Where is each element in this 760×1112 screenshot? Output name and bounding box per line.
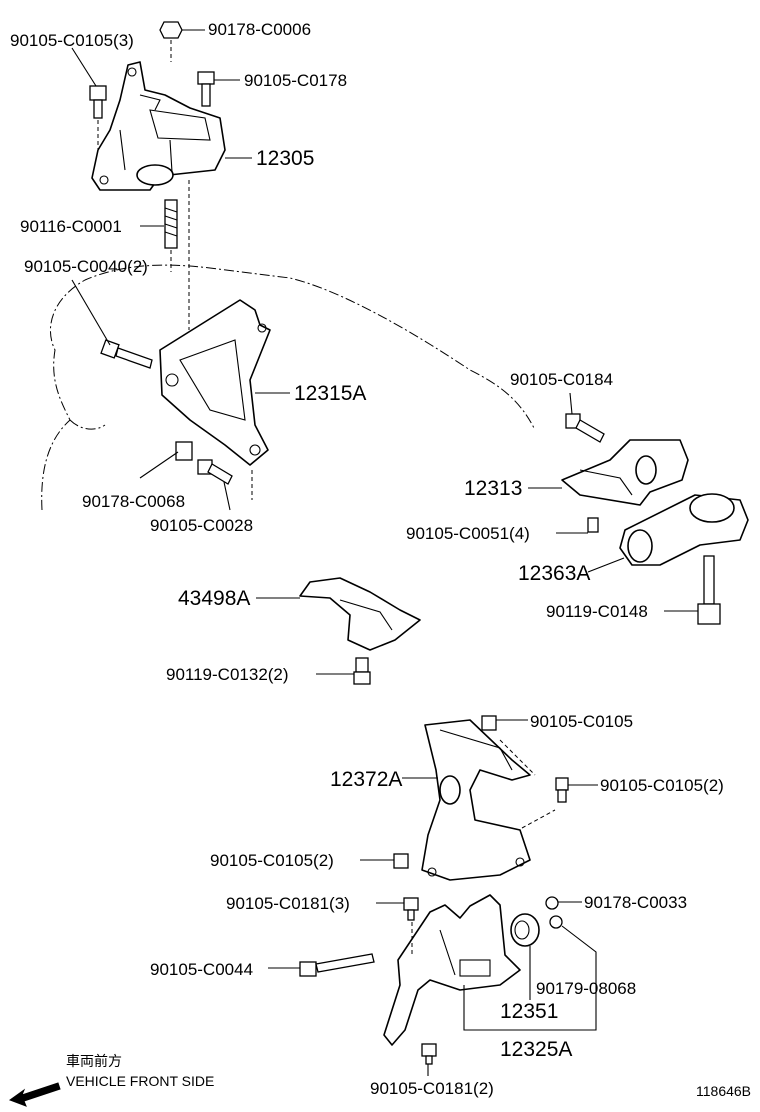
bolt-90105-c0044: [299, 953, 375, 977]
leader-lines: [71, 29, 698, 1076]
nut-90178-c0068: [175, 441, 193, 461]
part-12351-bushing: [510, 913, 540, 947]
bolt-90105-c0028: [197, 459, 233, 485]
part-12315a-bracket: [159, 299, 271, 466]
label-90105-c0051-4: 90105-C0051(4): [406, 524, 530, 543]
label-90105-c0044: 90105-C0044: [150, 960, 253, 979]
figure-id: 118646B: [696, 1083, 751, 1099]
label-90105-c0181-3: 90105-C0181(3): [226, 894, 350, 913]
label-12313: 12313: [464, 477, 522, 500]
label-90178-c0033: 90178-C0033: [584, 893, 687, 912]
nut-90178-c0006: [159, 21, 183, 39]
bolt-90105-c0105-3: [89, 85, 107, 119]
part-43498a-cover: [299, 577, 421, 651]
engine-outline: [41, 264, 536, 511]
bolt-90105-c0105-2-right: [555, 777, 569, 803]
label-90105-c0028: 90105-C0028: [150, 516, 253, 535]
label-90119-c0148: 90119-C0148: [546, 602, 648, 621]
bolt-90119-c0148: [697, 555, 721, 625]
part-12363a-torque-rod: [619, 493, 749, 566]
label-90105-c0105-2-left: 90105-C0105(2): [210, 851, 334, 870]
front-label-jp: 車両前方: [66, 1053, 122, 1069]
part-12372a-lower-mount: [421, 719, 531, 881]
bolt-90105-c0178: [197, 71, 215, 107]
label-90105-c0105-2-right: 90105-C0105(2): [600, 776, 724, 795]
bolt-90105-c0181-2: [421, 1043, 437, 1065]
label-90178-c0068: 90178-C0068: [82, 492, 185, 511]
part-12313-bracket: [561, 439, 689, 506]
label-43498a: 43498A: [178, 587, 250, 610]
stud-90116-c0001: [164, 199, 178, 249]
label-90105-c0184: 90105-C0184: [510, 370, 613, 389]
guide-line: [521, 809, 556, 829]
label-90105-c0178: 90105-C0178: [244, 71, 347, 90]
label-90116-c0001: 90116-C0001: [20, 217, 122, 236]
part-12325a-bracket: [383, 894, 521, 1046]
label-90105-c0040-2: 90105-C0040(2): [24, 257, 148, 276]
label-12372a: 12372A: [330, 768, 402, 791]
label-12315a: 12315A: [294, 382, 366, 405]
label-12351: 12351: [500, 1000, 558, 1023]
guide-line: [499, 739, 536, 776]
label-90105-c0105-3: 90105-C0105(3): [10, 31, 134, 50]
label-90105-c0105: 90105-C0105: [530, 712, 633, 731]
bolt-90119-c0132: [353, 657, 371, 685]
label-12305: 12305: [256, 147, 314, 170]
bolt-90105-c0184: [565, 413, 605, 443]
bolt-90105-c0040: [100, 339, 153, 369]
front-label-en: VEHICLE FRONT SIDE: [66, 1073, 214, 1089]
label-90178-c0006: 90178-C0006: [208, 20, 311, 39]
label-12363a: 12363A: [518, 562, 590, 585]
label-90105-c0181-2: 90105-C0181(2): [370, 1079, 494, 1098]
nut-90178-c0033: [545, 896, 559, 910]
bolt-90105-c0181-3: [403, 897, 419, 921]
bolt-90105-c0105-2-left: [393, 853, 409, 869]
bolt-90105-c0105: [481, 715, 497, 731]
washer-90179-08068: [549, 915, 563, 929]
bolt-90105-c0051: [587, 517, 599, 533]
part-12305-upper-mount: [91, 61, 226, 191]
label-12325a: 12325A: [500, 1038, 572, 1061]
vehicle-front-arrow-icon: [8, 1082, 61, 1107]
label-90179-08068: 90179-08068: [536, 979, 636, 998]
engine-outline-segment: [69, 419, 106, 430]
label-90119-c0132-2: 90119-C0132(2): [166, 665, 289, 684]
